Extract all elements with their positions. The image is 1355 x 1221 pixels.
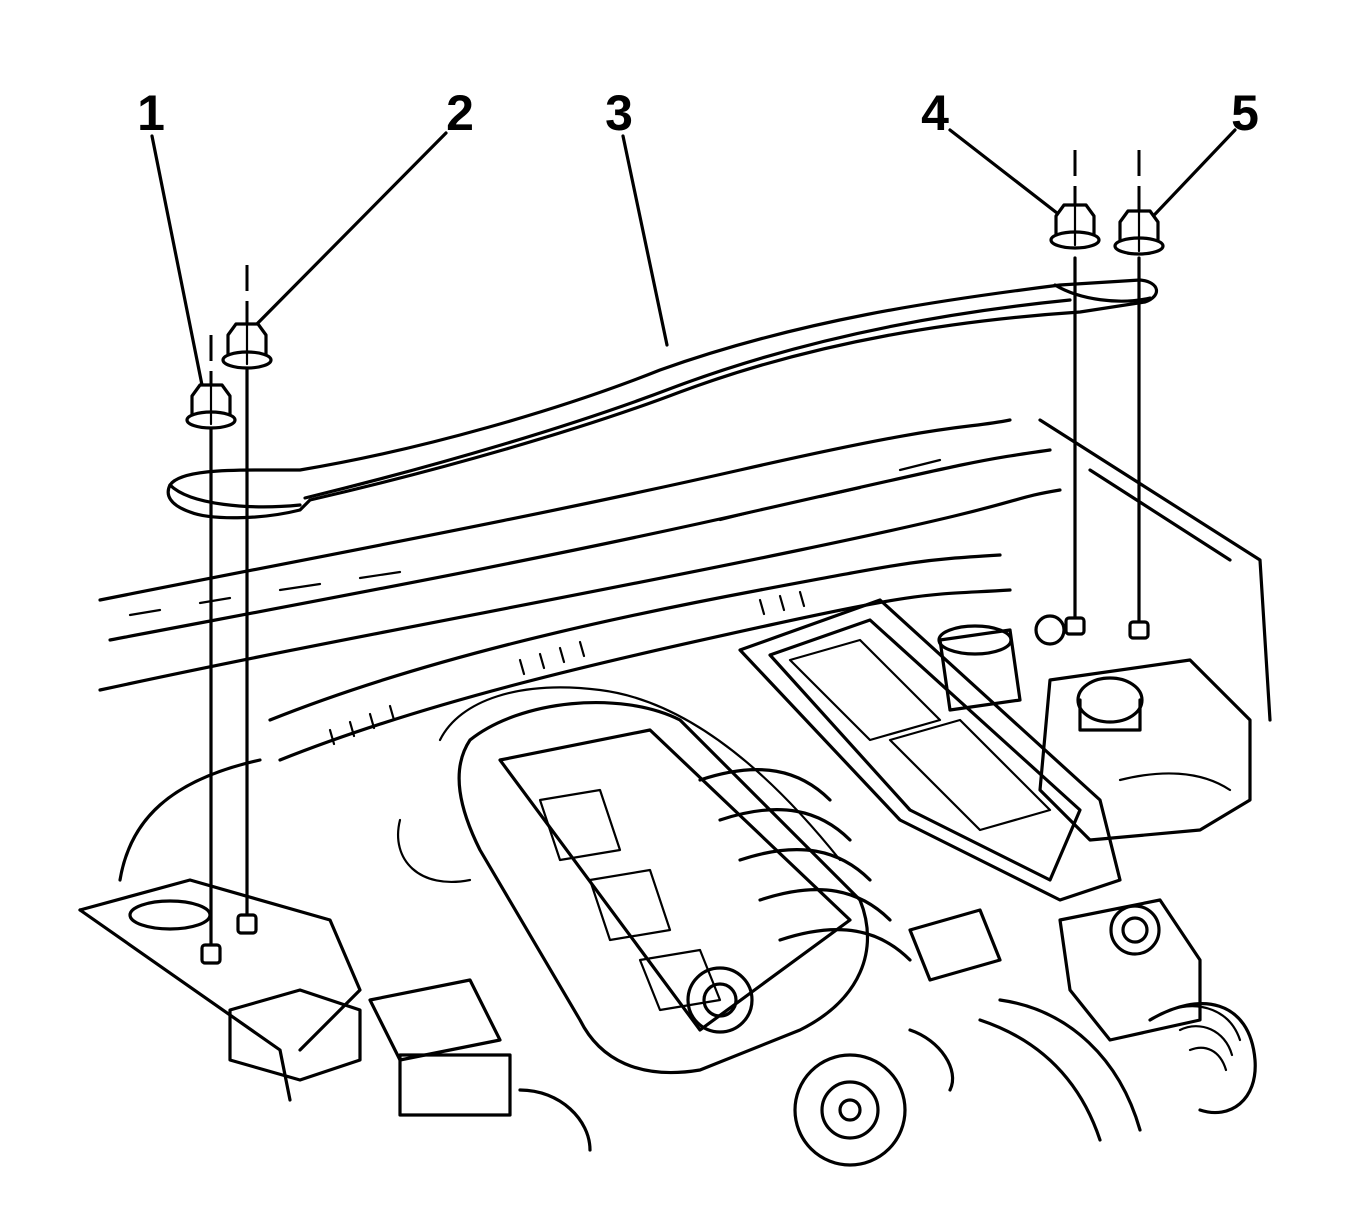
callout-3: 3 (605, 85, 633, 141)
callout-4: 4 (921, 85, 949, 141)
nut-5 (1113, 209, 1165, 256)
left-studs (200, 265, 258, 965)
strut-tower-brace (166, 278, 1158, 520)
nut-2 (221, 322, 273, 370)
leader-lines (150, 128, 1237, 387)
engine-compartment (78, 418, 1272, 1167)
right-studs (1064, 150, 1150, 640)
nut-4 (1049, 203, 1101, 250)
callout-5: 5 (1231, 85, 1259, 141)
callout-2: 2 (446, 85, 474, 141)
nut-1 (185, 383, 237, 430)
callout-1: 1 (137, 85, 165, 141)
